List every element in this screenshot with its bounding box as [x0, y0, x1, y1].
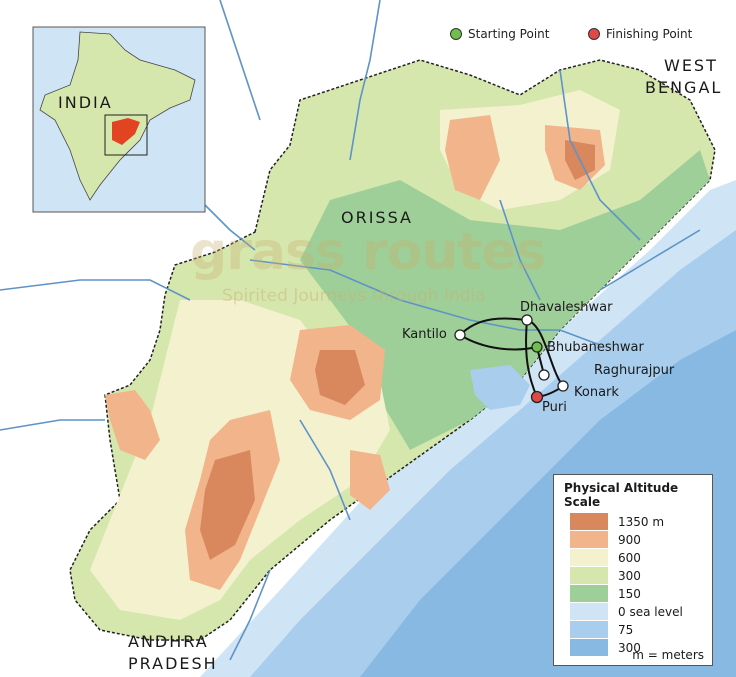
watermark-tagline: Spirited Journeys through India [222, 286, 486, 306]
konark-marker [557, 380, 569, 392]
highland [350, 450, 390, 510]
scale-label: 600 [618, 550, 641, 565]
scale-label: 0 sea level [618, 604, 683, 619]
altitude-scale-note: m = meters [632, 648, 704, 662]
scale-row: 150 [570, 585, 641, 602]
inset-focus-box [104, 114, 148, 156]
watermark-brand: grass routes [190, 222, 546, 282]
finish-dot-icon [588, 28, 600, 40]
scale-swatch [570, 567, 608, 584]
highland [105, 390, 160, 460]
region-andhra-2: PRADESH [128, 654, 218, 673]
city-bhubaneshwar: Bhubaneshwar [547, 340, 644, 355]
scale-swatch [570, 621, 608, 638]
kantilo-marker [454, 329, 466, 341]
legend-finish-label: Finishing Point [606, 27, 693, 41]
altitude-scale-legend: Physical Altitude Scale 1350 m 900 600 3… [553, 474, 713, 666]
scale-row: 300 [570, 639, 641, 656]
scale-row: 900 [570, 531, 641, 548]
scale-label: 75 [618, 622, 634, 637]
scale-label: 150 [618, 586, 641, 601]
region-west-bengal-1: WEST [664, 56, 718, 75]
city-dhavaleshwar: Dhavaleshwar [520, 300, 613, 315]
altitude-scale-title: Physical Altitude Scale [564, 481, 679, 509]
region-andhra-1: ANDHRA [128, 632, 209, 651]
legend-start-label: Starting Point [468, 27, 550, 41]
scale-label: 900 [618, 532, 641, 547]
peak [315, 350, 365, 405]
scale-row: 75 [570, 621, 633, 638]
puri-marker [530, 390, 544, 404]
dhavaleshwar-marker [521, 314, 533, 326]
chilika-lagoon [470, 365, 530, 410]
scale-label: 300 [618, 640, 641, 655]
region-orissa: ORISSA [341, 208, 413, 227]
scale-swatch [570, 513, 608, 530]
scale-row: 600 [570, 549, 641, 566]
orissa-highlight [112, 118, 140, 145]
peak [200, 450, 255, 560]
scale-swatch [570, 549, 608, 566]
legend-finish: Finishing Point [588, 27, 692, 41]
scale-row: 1350 m [570, 513, 664, 530]
india-outline [39, 31, 196, 201]
inset-country-label: INDIA [58, 93, 113, 112]
scale-row: 0 sea level [570, 603, 683, 620]
scale-label: 1350 m [618, 514, 665, 529]
coastal-shelf [200, 180, 736, 677]
scale-swatch [570, 531, 608, 548]
city-raghurajpur: Raghurajpur [594, 363, 675, 378]
city-kantilo: Kantilo [402, 327, 447, 342]
scale-swatch [570, 585, 608, 602]
region-west-bengal-2: BENGAL [645, 78, 723, 97]
scale-swatch [570, 639, 608, 656]
raghurajpur-marker [538, 369, 550, 381]
lowland-green [300, 150, 710, 450]
route-points [454, 314, 569, 404]
city-puri: Puri [542, 400, 567, 415]
scale-swatch [570, 603, 608, 620]
scale-label: 300 [618, 568, 641, 583]
bhubaneshwar-marker [531, 341, 543, 353]
scale-row: 300 [570, 567, 641, 584]
legend-start: Starting Point [450, 27, 549, 41]
highland [445, 115, 500, 200]
city-konark: Konark [574, 385, 619, 400]
start-dot-icon [450, 28, 462, 40]
